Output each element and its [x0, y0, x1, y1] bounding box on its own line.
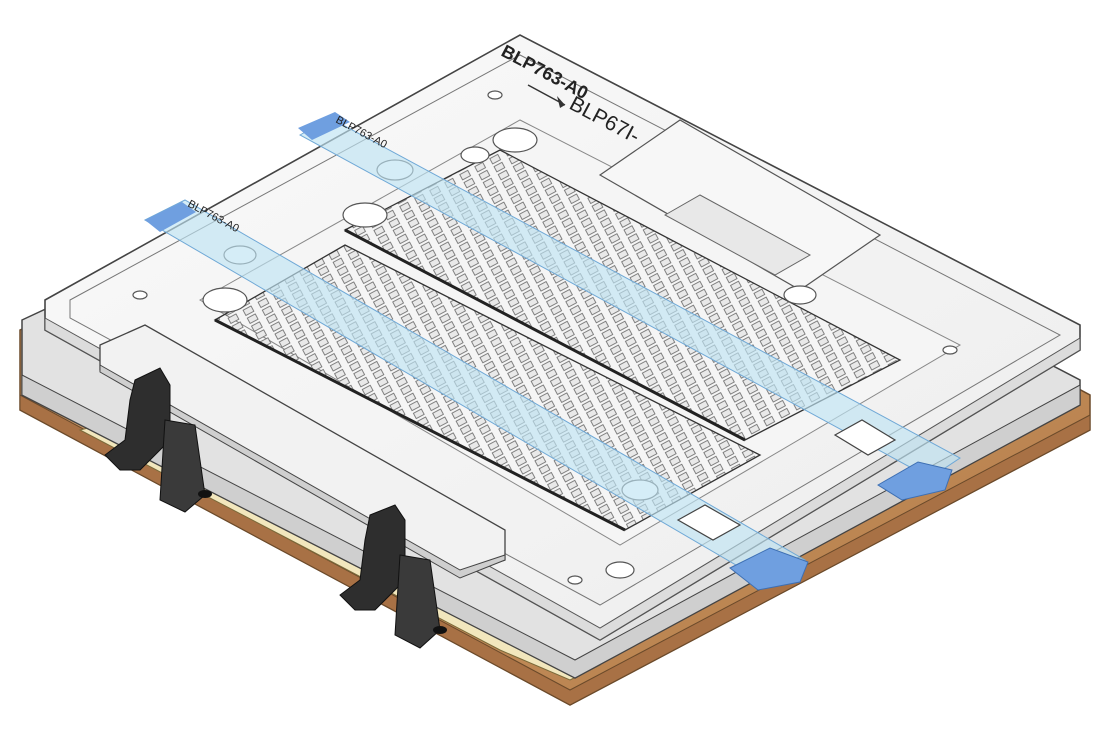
strap-left [143, 199, 897, 591]
toggle-clamp-icon [104, 367, 212, 513]
clamp-rail [99, 324, 506, 579]
handle-cutout [598, 119, 882, 291]
strap-top [298, 112, 961, 501]
toggle-clamp-icon [339, 504, 447, 649]
arrow-right-icon [527, 84, 566, 108]
